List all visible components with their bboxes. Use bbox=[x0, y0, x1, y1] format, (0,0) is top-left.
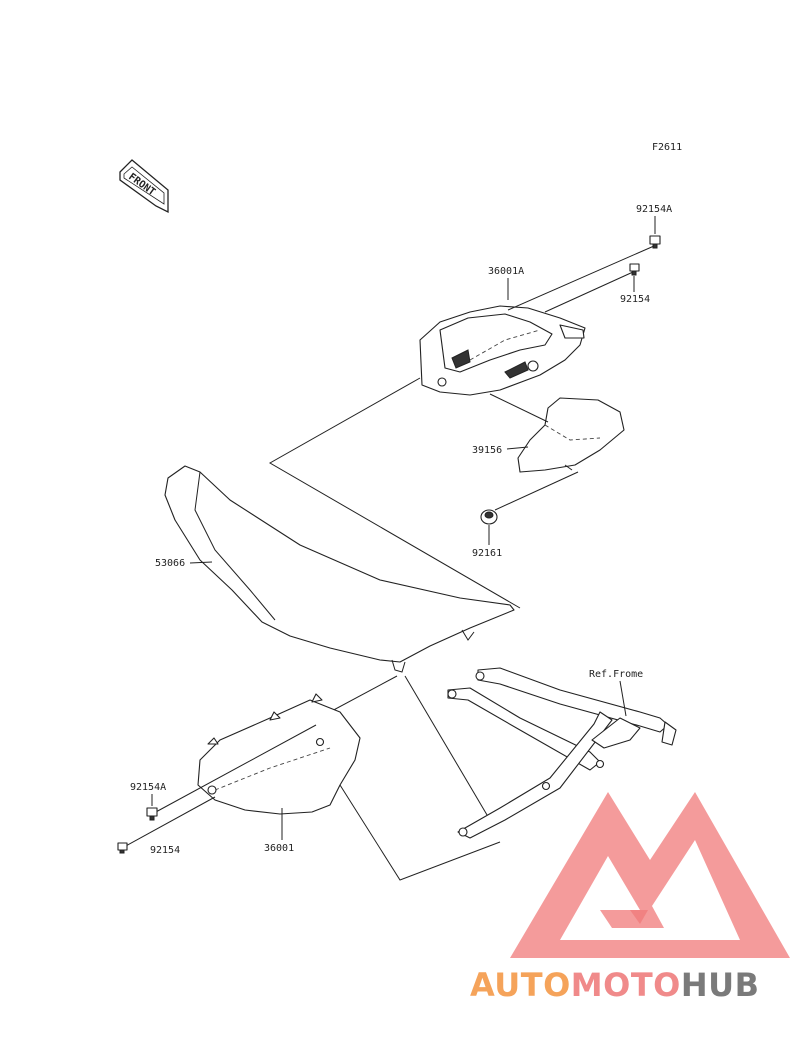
bolt-icon-top bbox=[629, 263, 640, 276]
label-ref-frame: Ref.Frome bbox=[589, 669, 643, 680]
seat-pad bbox=[517, 397, 625, 473]
automotohub-logo: AUTOMOTOHUB bbox=[470, 792, 790, 1004]
label-53066: 53066 bbox=[155, 558, 185, 569]
label-92154a-top: 92154A bbox=[636, 204, 672, 215]
bolt-icon-bottom-a bbox=[146, 807, 158, 821]
logo-text-auto: AUTO bbox=[470, 966, 571, 1004]
label-36001: 36001 bbox=[264, 843, 294, 854]
grommet-icon bbox=[480, 509, 498, 525]
label-92161: 92161 bbox=[472, 548, 502, 559]
label-39156: 39156 bbox=[472, 445, 502, 456]
logo-text-hub: HUB bbox=[681, 966, 760, 1004]
label-92154a-bottom: 92154A bbox=[130, 782, 166, 793]
front-arrow-icon: FRONT bbox=[119, 159, 169, 214]
svg-text:AUTOMOTOHUB: AUTOMOTOHUB bbox=[470, 966, 760, 1004]
figure-code: F2611 bbox=[652, 142, 682, 153]
sub-frame bbox=[447, 667, 677, 839]
right-side-cover bbox=[419, 305, 586, 396]
seat bbox=[164, 465, 515, 673]
logo-text-moto: MOTO bbox=[571, 966, 681, 1004]
bolt-icon-top-a bbox=[649, 235, 661, 249]
label-92154-bottom: 92154 bbox=[150, 845, 180, 856]
label-92154-top: 92154 bbox=[620, 294, 650, 305]
left-side-cover bbox=[197, 693, 361, 815]
bolt-icon-bottom bbox=[117, 842, 128, 854]
label-36001a: 36001A bbox=[488, 266, 524, 277]
